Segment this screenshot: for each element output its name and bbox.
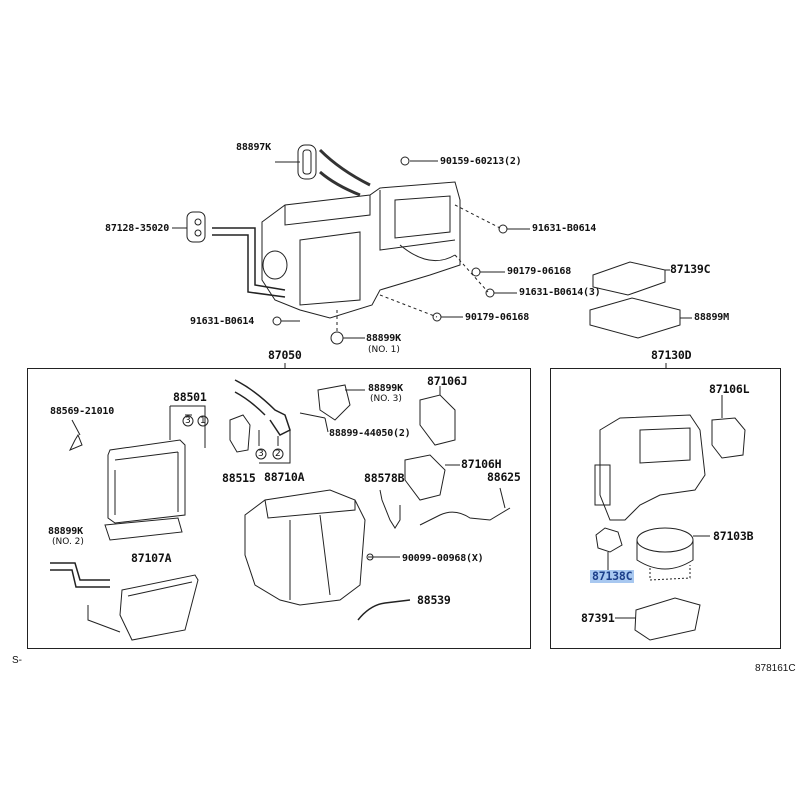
actuators-drawing: [299, 384, 511, 526]
part-label-88899M[interactable]: 88899M: [694, 312, 729, 323]
group-title-87130D[interactable]: 87130D: [651, 348, 692, 362]
blower-motor-drawing: [636, 527, 710, 581]
part-label-90179-06168[interactable]: 90179-06168: [507, 266, 572, 277]
part-label-90159-60213[interactable]: 90159-60213(2): [440, 156, 522, 167]
grommet-88897K-drawing: [297, 144, 317, 180]
part-label-87391[interactable]: 87391: [581, 611, 615, 625]
part-label-88899K-no2[interactable]: 88899K: [48, 526, 83, 537]
part-label-87139C[interactable]: 87139C: [670, 262, 711, 276]
resistor-87138C-drawing: [595, 527, 623, 572]
oring-ref-3b: 3: [258, 449, 264, 459]
part-label-88539[interactable]: 88539: [417, 593, 451, 607]
evaporator-drawing: [104, 439, 186, 541]
lower-case-87391-drawing: [615, 597, 701, 641]
grommet-87128-drawing: [186, 211, 206, 243]
group-bracket-ticks: [284, 363, 667, 368]
part-label-87107A[interactable]: 87107A: [131, 551, 172, 565]
expansion-valve-drawing: [229, 379, 291, 464]
servo-87106L-drawing: [711, 395, 746, 459]
blower-case-drawing: [594, 414, 706, 521]
part-label-87106L[interactable]: 87106L: [709, 382, 750, 396]
part-label-87128-35020[interactable]: 87128-35020: [105, 223, 170, 234]
part-label-91631-B0614[interactable]: 91631-B0614: [532, 223, 597, 234]
part-label-87103B[interactable]: 87103B: [713, 529, 754, 543]
part-label-88899-44050[interactable]: 88899-44050(2): [329, 428, 411, 439]
part-label-88899K-no1[interactable]: 88899K: [366, 333, 401, 344]
part-note-no3: (NO. 3): [370, 394, 402, 404]
lines-88501-drawing: [169, 405, 209, 448]
part-label-88710A[interactable]: 88710A: [264, 470, 305, 484]
part-note-no2: (NO. 2): [52, 537, 84, 547]
screws-drawing: [172, 156, 530, 345]
part-label-87106J[interactable]: 87106J: [427, 374, 468, 388]
part-label-88899K-no3[interactable]: 88899K: [368, 383, 403, 394]
part-label-88515[interactable]: 88515: [222, 471, 256, 485]
case-assembly-drawing: [244, 489, 411, 621]
oring-ref-1: 1: [200, 416, 206, 426]
part-label-90179-06168-lower[interactable]: 90179-06168: [465, 312, 530, 323]
page-mark: S-: [12, 655, 22, 666]
oring-ref-2: 2: [275, 449, 281, 459]
part-label-91631-B0614-3[interactable]: 91631-B0614(3): [519, 287, 601, 298]
part-label-88569-21010[interactable]: 88569-21010: [50, 406, 115, 417]
hvac-unit-drawing: [212, 148, 461, 319]
heater-core-drawing: [50, 419, 199, 641]
group-box-87130D: [550, 368, 781, 649]
part-label-91631-B0614-left[interactable]: 91631-B0614: [190, 316, 255, 327]
group-box-87050: [27, 368, 531, 649]
part-label-88578B[interactable]: 88578B: [364, 471, 405, 485]
part-label-88897K[interactable]: 88897K: [236, 142, 271, 153]
part-label-90099-00968[interactable]: 90099-00968(X): [402, 553, 484, 564]
filter-87139C-drawing: [589, 261, 692, 339]
part-label-88625[interactable]: 88625: [487, 470, 521, 484]
part-label-87138C-highlighted[interactable]: 87138C: [590, 569, 635, 583]
figure-code: 878161C: [755, 663, 796, 674]
part-note-no1: (NO. 1): [368, 345, 400, 355]
part-label-88501[interactable]: 88501: [173, 390, 207, 404]
part-label-87106H[interactable]: 87106H: [461, 457, 502, 471]
group-title-87050[interactable]: 87050: [268, 348, 302, 362]
oring-ref-3: 3: [185, 416, 191, 426]
